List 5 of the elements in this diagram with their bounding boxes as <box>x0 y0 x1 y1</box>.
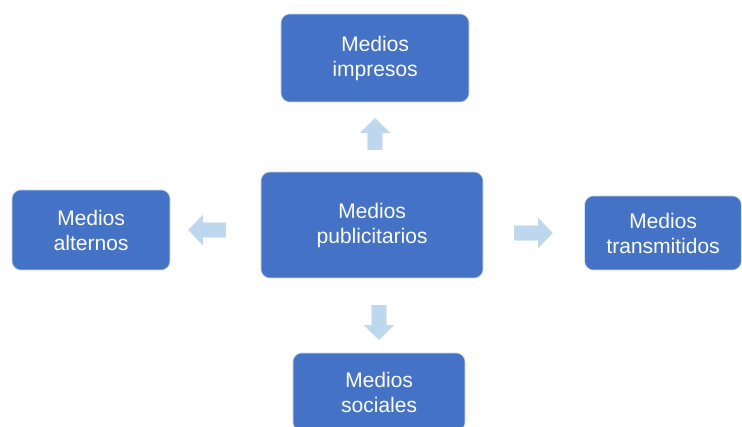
process-box: Medios sociales <box>292 352 466 427</box>
process-box: Medios alternos <box>12 190 170 270</box>
process-box: Medios impresos <box>280 14 470 102</box>
process-box: Medios transmitidos <box>584 196 742 270</box>
process-box: Medios publicitarios <box>260 172 484 278</box>
